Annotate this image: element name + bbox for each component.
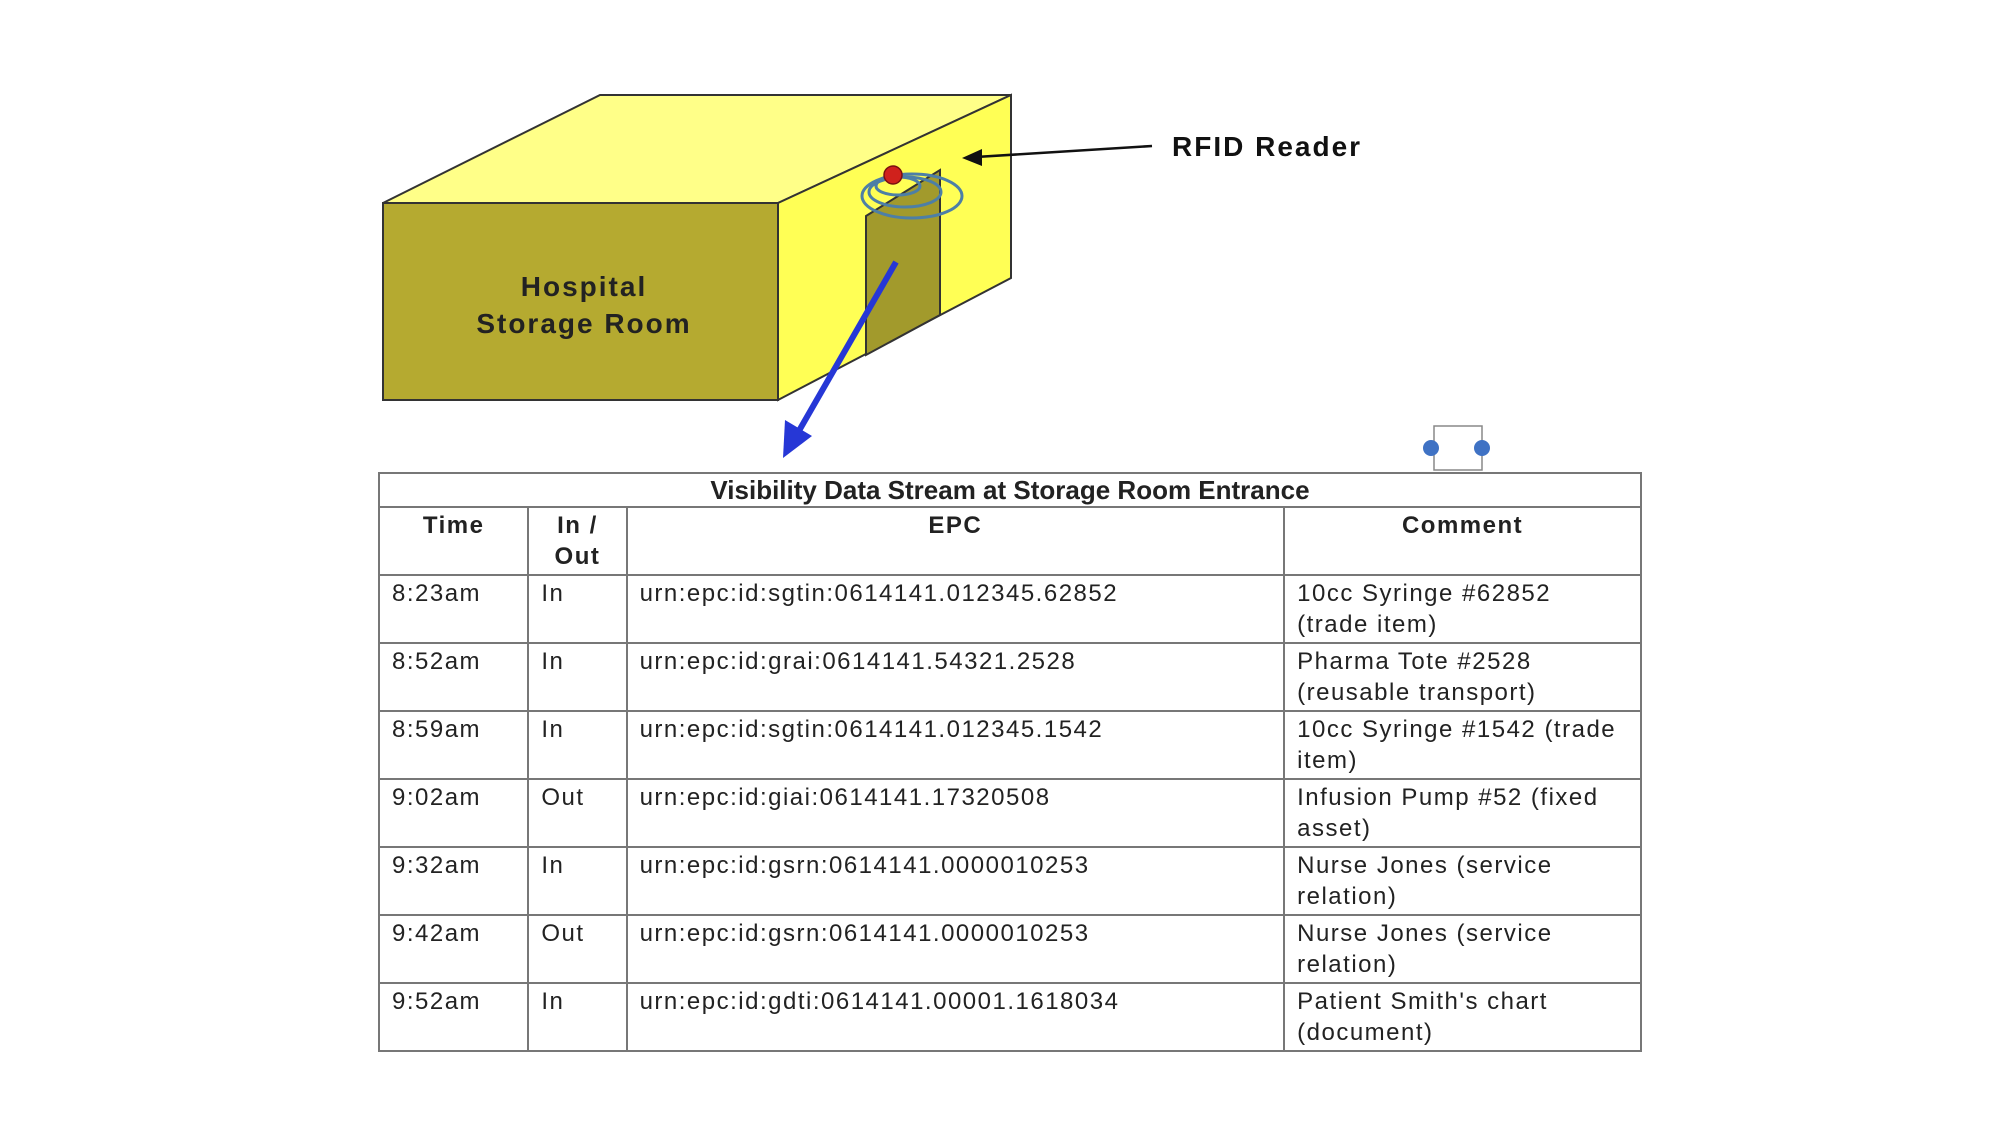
rfid-reader-dot-icon <box>883 165 903 185</box>
cell-in-out: Out <box>527 914 628 984</box>
cell-comment: Pharma Tote #2528 (reusable transport) <box>1283 642 1642 712</box>
cell-epc: urn:epc:id:gsrn:0614141.0000010253 <box>625 914 1286 984</box>
cell-epc: urn:epc:id:gdti:0614141.00001.1618034 <box>625 982 1286 1052</box>
cell-comment: 10cc Syringe #1542 (trade item) <box>1283 710 1642 780</box>
room-label: Hospital Storage Room <box>384 268 784 342</box>
cell-time: 9:02am <box>377 778 530 848</box>
room-label-line1: Hospital <box>520 271 648 302</box>
visibility-data-table: Visibility Data Stream at Storage Room E… <box>377 472 1642 1052</box>
header-time: Time <box>377 506 530 576</box>
table-row: 9:52am In urn:epc:id:gdti:0614141.00001.… <box>377 982 1642 1052</box>
cell-comment: Nurse Jones (service relation) <box>1283 914 1642 984</box>
room-label-line2: Storage Room <box>476 308 692 339</box>
cell-time: 9:32am <box>377 846 530 916</box>
blue-arrowhead-icon <box>783 420 812 458</box>
cell-epc: urn:epc:id:gsrn:0614141.0000010253 <box>625 846 1286 916</box>
cell-in-out: In <box>527 846 628 916</box>
header-comment: Comment <box>1283 506 1642 576</box>
cell-time: 8:23am <box>377 574 530 644</box>
reader-pointer-arrow <box>975 144 1153 159</box>
cell-comment: Patient Smith's chart (document) <box>1283 982 1642 1052</box>
data-flow-arrow <box>793 260 899 438</box>
header-epc: EPC <box>625 506 1286 576</box>
table-row: 9:42am Out urn:epc:id:gsrn:0614141.00000… <box>377 914 1642 984</box>
table-row: 9:32am In urn:epc:id:gsrn:0614141.000001… <box>377 846 1642 916</box>
table-row: 8:52am In urn:epc:id:grai:0614141.54321.… <box>377 642 1642 712</box>
cell-in-out: In <box>527 574 628 644</box>
cell-time: 8:52am <box>377 642 530 712</box>
table-row: 9:02am Out urn:epc:id:giai:0614141.17320… <box>377 778 1642 848</box>
cell-comment: Infusion Pump #52 (fixed asset) <box>1283 778 1642 848</box>
cell-comment: 10cc Syringe #62852 (trade item) <box>1283 574 1642 644</box>
cell-epc: urn:epc:id:giai:0614141.17320508 <box>625 778 1286 848</box>
cell-in-out: In <box>527 710 628 780</box>
cell-comment: Nurse Jones (service relation) <box>1283 846 1642 916</box>
header-in-out: In / Out <box>527 506 628 576</box>
cell-time: 8:59am <box>377 710 530 780</box>
rfid-signal-icon <box>860 172 964 220</box>
rfid-reader-label: RFID Reader <box>1172 131 1363 162</box>
arrowhead-icon <box>962 149 982 166</box>
room-front-face <box>382 202 779 401</box>
selection-handle[interactable] <box>1423 425 1490 471</box>
table-title: Visibility Data Stream at Storage Room E… <box>378 472 1642 508</box>
cell-epc: urn:epc:id:sgtin:0614141.012345.1542 <box>625 710 1286 780</box>
cell-time: 9:52am <box>377 982 530 1052</box>
table-row: 8:23am In urn:epc:id:sgtin:0614141.01234… <box>377 574 1642 644</box>
cell-in-out: In <box>527 642 628 712</box>
header-row: Time In / Out EPC Comment <box>377 506 1642 576</box>
table-row: 8:59am In urn:epc:id:sgtin:0614141.01234… <box>377 710 1642 780</box>
cell-in-out: In <box>527 982 628 1052</box>
cell-epc: urn:epc:id:sgtin:0614141.012345.62852 <box>625 574 1286 644</box>
cell-in-out: Out <box>527 778 628 848</box>
cell-epc: urn:epc:id:grai:0614141.54321.2528 <box>625 642 1286 712</box>
cell-time: 9:42am <box>377 914 530 984</box>
